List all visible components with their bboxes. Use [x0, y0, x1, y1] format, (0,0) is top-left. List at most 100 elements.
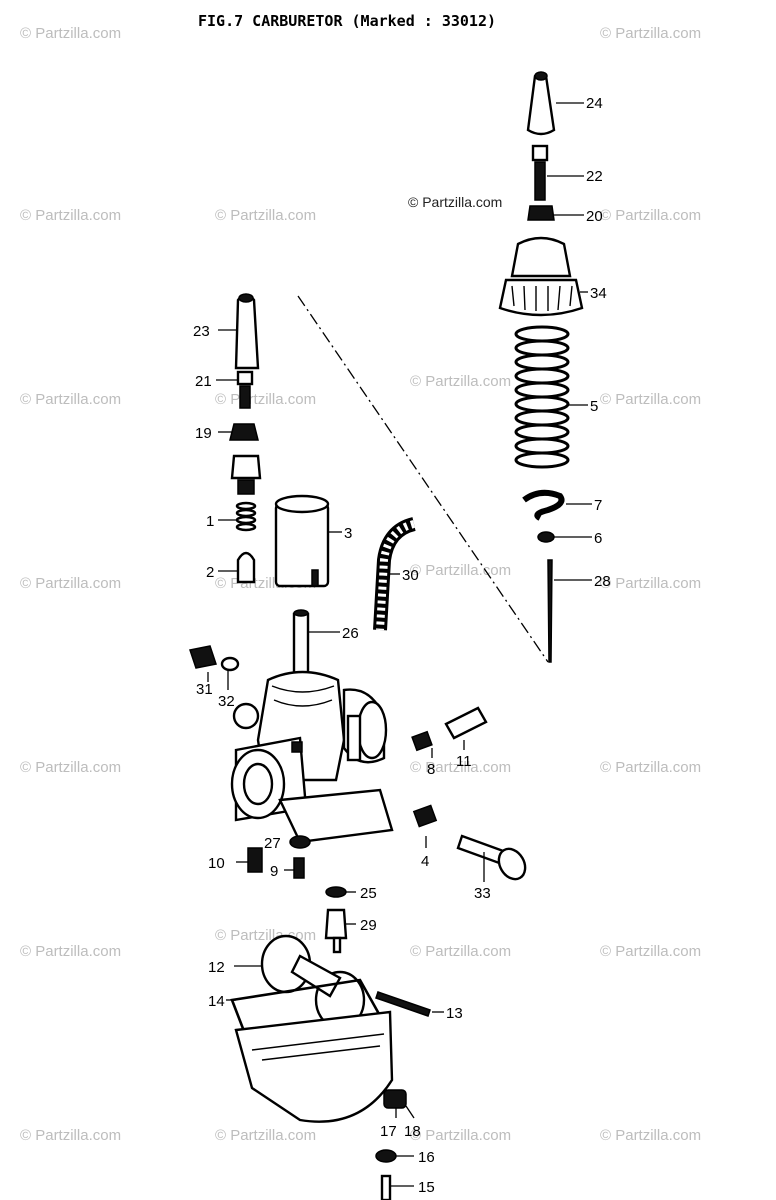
idle-screw-part: [444, 706, 488, 740]
mixing-chamber-cap-ring: [498, 278, 584, 317]
diagram-title: FIG.7 CARBURETOR (Marked : 33012): [198, 12, 496, 30]
needle-jet-tube-top: [293, 609, 309, 617]
watermark: © Partzilla.com: [215, 391, 316, 408]
cap-ring-ribs: [511, 285, 573, 311]
watermark: © Partzilla.com: [600, 943, 701, 960]
washer-part: [220, 656, 240, 672]
o-ring-part: [289, 835, 311, 849]
watermark: © Partzilla.com: [215, 207, 316, 224]
callout-34: 34: [590, 285, 607, 302]
lock-nut-part: [527, 205, 555, 221]
watermark: © Partzilla.com: [20, 1127, 121, 1144]
watermark: © Partzilla.com: [20, 759, 121, 776]
callout-11: 11: [456, 753, 472, 770]
callout-18: 18: [404, 1123, 421, 1140]
air-spring-part: [412, 804, 438, 828]
callout-28: 28: [594, 573, 611, 590]
callout-21: 21: [195, 373, 212, 390]
idle-spring-part: [411, 730, 433, 752]
callout-15: 15: [418, 1179, 435, 1196]
starter-spring-part: [235, 501, 257, 532]
needle-valve-washer-part: [325, 886, 347, 898]
rubber-cap-left-part: [234, 293, 260, 370]
carburetor-body-part: [230, 670, 394, 844]
vent-hose-rings: [376, 520, 416, 631]
cable-adjuster-thread: [534, 161, 546, 201]
callout-30: 30: [402, 567, 419, 584]
throttle-valve-top: [274, 494, 330, 514]
needle-retainer-part: [537, 531, 555, 543]
assembly-line-diagonal: [297, 295, 549, 663]
callout-16: 16: [418, 1149, 435, 1166]
watermark: © Partzilla.com: [410, 759, 511, 776]
needle-valve-tip: [332, 936, 342, 954]
callout-14: 14: [208, 993, 225, 1010]
needle-clip-part: [522, 489, 565, 521]
callout-4: 4: [421, 853, 429, 870]
watermark: © Partzilla.com: [600, 759, 701, 776]
starter-fitting-thread: [237, 479, 255, 495]
watermark: © Partzilla.com: [410, 562, 511, 579]
drain-screw-part: [380, 1174, 392, 1200]
jet-needle-part: [547, 559, 553, 663]
callout-5: 5: [590, 398, 598, 415]
watermark: © Partzilla.com: [20, 25, 121, 42]
pilot-jet-part: [293, 857, 305, 879]
callout-7: 7: [594, 497, 602, 514]
leader-lines: [207, 102, 592, 1187]
watermark: © Partzilla.com: [600, 391, 701, 408]
callout-3: 3: [344, 525, 352, 542]
starter-plunger-part: [236, 551, 256, 584]
callout-labels: 24 22 20 34 5 7 6 28 23 21 19 1 3 2 30 2…: [193, 95, 611, 1196]
watermark: © Partzilla.com: [215, 1127, 316, 1144]
throttle-valve-part: [274, 502, 330, 588]
rubber-cap-tip: [534, 71, 548, 81]
callout-19: 19: [195, 425, 212, 442]
callout-1: 1: [206, 513, 214, 530]
callout-33: 33: [474, 885, 491, 902]
float-chamber-rim: [251, 1033, 385, 1061]
callout-12: 12: [208, 959, 225, 976]
rubber-cap-part: [526, 71, 556, 136]
rubber-cap-left-tip: [238, 293, 254, 303]
callout-2: 2: [206, 564, 214, 581]
callout-32: 32: [218, 693, 235, 710]
drain-washer-part: [375, 1149, 397, 1163]
watermark: © Partzilla.com: [410, 943, 511, 960]
watermark: © Partzilla.com: [20, 207, 121, 224]
watermark: © Partzilla.com: [600, 25, 701, 42]
watermark: © Partzilla.com: [600, 1127, 701, 1144]
throttle-valve-slot: [311, 569, 319, 587]
callout-8: 8: [427, 761, 435, 778]
cable-adjuster-left-top: [236, 370, 254, 386]
watermark: © Partzilla.com: [20, 575, 121, 592]
air-screw-head: [497, 847, 527, 881]
lock-nut-left-part: [229, 423, 259, 441]
callout-6: 6: [594, 530, 602, 547]
float-chamber-part: [234, 1010, 394, 1123]
watermark: © Partzilla.com: [20, 391, 121, 408]
callout-10: 10: [208, 855, 225, 872]
callout-31: 31: [196, 681, 213, 698]
watermark: © Partzilla.com: [600, 207, 701, 224]
bolt-part: [189, 645, 217, 669]
starter-fitting-part: [230, 454, 262, 480]
plug-part: [247, 847, 263, 873]
main-jet-part: [383, 1089, 407, 1109]
callout-17: 17: [380, 1123, 397, 1140]
watermark: © Partzilla.com: [410, 1127, 511, 1144]
callout-26: 26: [342, 625, 359, 642]
float-pin-part: [375, 991, 431, 1017]
callout-13: 13: [446, 1005, 463, 1022]
callout-9: 9: [270, 863, 278, 880]
mixing-chamber-top: [510, 236, 572, 278]
callout-22: 22: [586, 168, 603, 185]
callout-20: 20: [586, 208, 603, 225]
watermark-center: © Partzilla.com: [408, 194, 502, 210]
cable-adjuster-left-thread: [239, 385, 251, 409]
cable-adjuster-top: [531, 144, 549, 162]
callout-25: 25: [360, 885, 377, 902]
callout-29: 29: [360, 917, 377, 934]
callout-27: 27: [264, 835, 281, 852]
